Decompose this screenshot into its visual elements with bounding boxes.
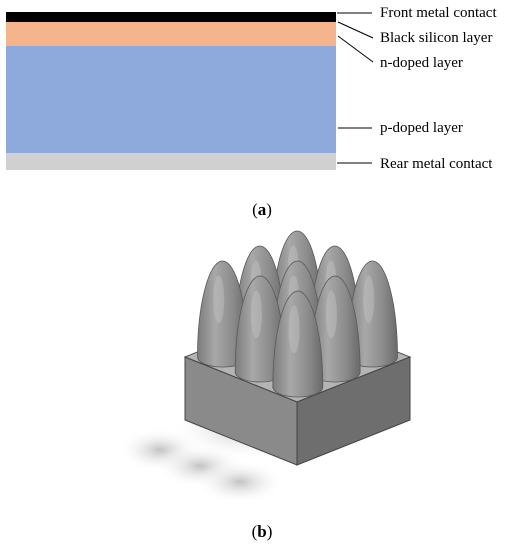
caption-b-letter: b xyxy=(257,522,267,541)
label-n-doped-layer: n-doped layer xyxy=(380,55,463,71)
base-right-face xyxy=(296,356,411,466)
rear-metal-contact-layer xyxy=(6,153,336,170)
black-silicon-layer-region xyxy=(6,22,336,46)
p-doped-layer-region xyxy=(6,46,336,153)
caption-a-close: ) xyxy=(266,200,272,219)
caption-b-close: ) xyxy=(266,522,273,541)
panel-b-3d-structure xyxy=(118,230,412,504)
cone-body xyxy=(309,275,361,383)
label-p-doped-layer: p-doped layer xyxy=(380,120,463,136)
caption-a-letter: a xyxy=(257,200,267,219)
caption-a-open: ( xyxy=(252,200,258,219)
cone-body xyxy=(347,260,398,368)
leader-black-silicon xyxy=(337,21,374,39)
cone-1-2 xyxy=(309,275,361,383)
cone-highlight xyxy=(213,275,225,324)
caption-a: (a) xyxy=(232,200,292,220)
cone-array xyxy=(197,230,398,398)
cone-highlight xyxy=(363,275,375,324)
shadow-blob-3 xyxy=(196,460,284,504)
front-metal-contact-layer xyxy=(6,12,336,22)
panel-a-cross-section xyxy=(6,12,374,170)
cone-highlight xyxy=(325,290,337,339)
cone-highlight xyxy=(288,305,300,354)
cone-2-1 xyxy=(234,275,286,383)
label-front-metal-contact: Front metal contact xyxy=(380,5,497,21)
cone-0-2 xyxy=(347,260,398,368)
leader-n-doped xyxy=(337,35,374,63)
cone-highlight xyxy=(250,290,262,339)
caption-b-open: ( xyxy=(251,522,258,541)
label-rear-metal-contact: Rear metal contact xyxy=(380,156,493,172)
caption-b: (b) xyxy=(232,522,292,542)
cone-2-2 xyxy=(272,290,324,398)
cone-body xyxy=(272,290,324,398)
label-black-silicon-layer: Black silicon layer xyxy=(380,30,493,46)
